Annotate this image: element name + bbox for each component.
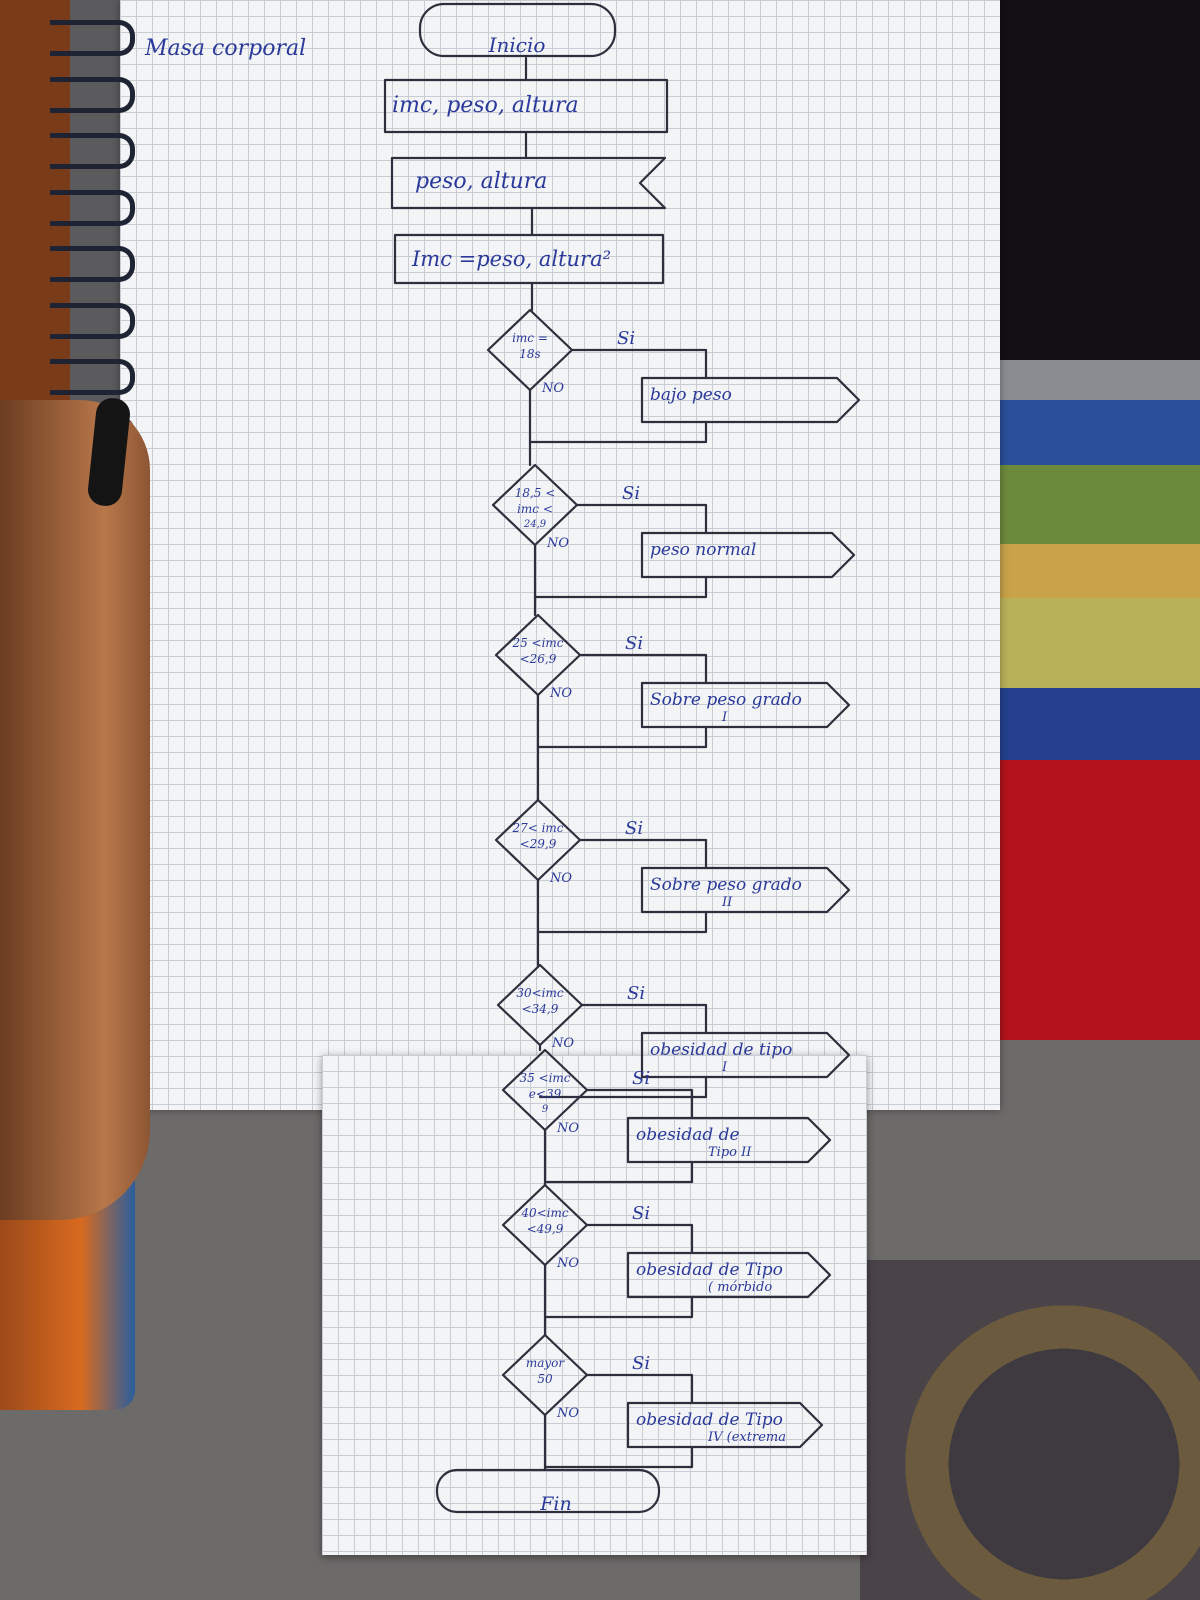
decision-condition-line2: 50 — [537, 1372, 553, 1386]
output-label: obesidad de Tipo — [636, 1260, 783, 1280]
yes-connector — [580, 1003, 708, 1035]
decision-condition-line2: imc < — [517, 502, 553, 516]
output-label: obesidad de Tipo — [636, 1410, 783, 1430]
page-title: Masa corporal — [144, 36, 306, 61]
no-label: NO — [549, 871, 572, 886]
merge-connector — [536, 725, 708, 749]
output-label-line2: IV (extrema — [707, 1430, 786, 1445]
yes-label: Si — [625, 633, 643, 654]
no-label: NO — [541, 381, 564, 396]
decision-condition-line1: 40<imc — [520, 1206, 569, 1220]
output-block — [626, 1401, 824, 1449]
yes-label: Si — [632, 1068, 650, 1089]
decision-condition-line1: 25 <imc — [511, 636, 563, 650]
decision-condition-line1: 35 <imc — [519, 1071, 570, 1085]
decision-condition-line1: imc = — [512, 331, 548, 345]
notebook-page — [120, 0, 1000, 1110]
yes-connector — [578, 838, 708, 870]
yes-label: Si — [625, 818, 643, 839]
no-label: NO — [551, 1036, 574, 1051]
spiral-ring — [50, 302, 135, 339]
yes-connector — [585, 1373, 694, 1405]
decision-condition-line1: 18,5 < — [515, 486, 556, 500]
background-dark-area — [990, 0, 1200, 380]
output-label-line2: Tipo II — [708, 1145, 752, 1160]
output-block — [640, 681, 851, 729]
output-label: Sobre peso grado — [650, 875, 802, 895]
background-hand — [0, 400, 150, 1220]
output-label-line2: ( mórbido — [708, 1280, 772, 1295]
decision-condition-line2: <29,9 — [520, 837, 557, 851]
output-label: Sobre peso grado — [650, 690, 802, 710]
output-block — [640, 531, 856, 579]
spiral-ring — [50, 246, 135, 282]
read-label: peso, altura — [415, 169, 547, 194]
input-label: imc, peso, altura — [392, 93, 579, 118]
spiral-ring — [50, 189, 135, 226]
background-shelf — [975, 360, 1200, 400]
decision-condition-line3: 24,9 — [523, 519, 547, 530]
start-label: Inicio — [488, 33, 546, 57]
merge-connector — [538, 1075, 708, 1099]
spiral-ring — [50, 359, 135, 395]
yes-label: Si — [617, 328, 635, 349]
output-block — [626, 1251, 832, 1299]
decision-condition-line1: 27< imc — [511, 821, 563, 835]
read-block — [390, 156, 667, 210]
decision-condition-line2: <34,9 — [522, 1002, 559, 1016]
no-label: NO — [556, 1256, 579, 1271]
decision-condition-line2: <26,9 — [520, 652, 557, 666]
yes-connector — [578, 653, 708, 685]
yes-label: Si — [627, 983, 645, 1004]
merge-connector — [536, 910, 708, 934]
merge-connector — [543, 1295, 694, 1319]
no-label: NO — [556, 1121, 579, 1136]
end-label: Fin — [539, 1493, 572, 1515]
end-terminator — [435, 1468, 661, 1514]
output-label-line2: I — [721, 710, 728, 725]
decision-condition-line2: e<39 — [529, 1087, 562, 1101]
yes-label: Si — [632, 1203, 650, 1224]
yes-connector — [585, 1088, 694, 1120]
start-terminator — [418, 2, 617, 58]
no-label: NO — [549, 686, 572, 701]
decision-condition-line3: 9 — [542, 1104, 549, 1115]
spiral-ring — [50, 76, 135, 113]
background-rug — [860, 1260, 1200, 1600]
decision-condition-line1: mayor — [526, 1356, 566, 1370]
merge-connector — [543, 1160, 694, 1184]
attached-paper — [322, 1055, 867, 1555]
spiral-ring — [50, 20, 135, 56]
output-label-line2: I — [721, 1060, 728, 1075]
process-label: Imc =peso, altura² — [411, 247, 611, 271]
decision-condition-line1: 30<imc — [516, 986, 564, 1000]
no-label: NO — [546, 536, 569, 551]
process-block — [393, 233, 665, 285]
merge-connector — [528, 420, 708, 444]
output-label: obesidad de tipo — [650, 1040, 792, 1060]
merge-connector — [543, 1445, 694, 1469]
background-cloth — [965, 400, 1200, 760]
output-block — [640, 1031, 851, 1079]
output-block — [640, 376, 861, 424]
merge-connector — [533, 575, 708, 599]
yes-connector — [575, 503, 708, 535]
output-label-line2: II — [721, 895, 733, 910]
yes-label: Si — [622, 483, 640, 504]
yes-connector — [585, 1223, 694, 1255]
decision-condition-line2: 18s — [519, 347, 540, 361]
spiral-ring — [50, 133, 135, 169]
no-label: NO — [556, 1406, 579, 1421]
yes-connector — [570, 348, 708, 380]
output-block — [626, 1116, 832, 1164]
output-label: obesidad de — [636, 1125, 740, 1145]
output-label: bajo peso — [650, 385, 732, 405]
output-label: peso normal — [650, 540, 756, 560]
decision-condition-line2: <49,9 — [527, 1222, 564, 1236]
output-block — [640, 866, 851, 914]
yes-label: Si — [632, 1353, 650, 1374]
